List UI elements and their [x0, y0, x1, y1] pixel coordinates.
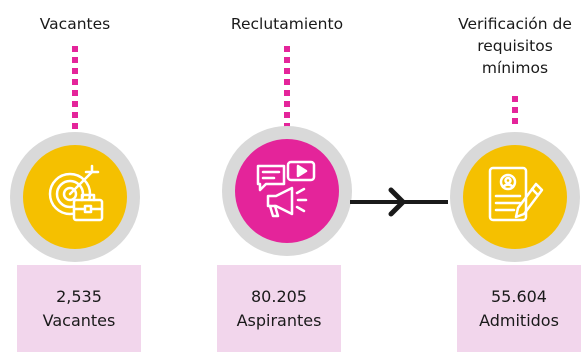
- dotted-connector: [72, 46, 78, 134]
- stage-unit: Vacantes: [42, 310, 116, 330]
- document-pen-icon: [488, 166, 544, 222]
- stage-circle-reclutamiento: [222, 126, 352, 256]
- stage-title-vacantes: Vacantes: [39, 15, 111, 33]
- stage-value: 80.205: [251, 286, 307, 306]
- stage-value: 55.604: [491, 286, 547, 306]
- stage-title-verificacion: Verificación de requisitos mínimos: [458, 15, 572, 77]
- stage-value: 2,535: [56, 286, 102, 306]
- stage-title-reclutamiento: Reclutamiento: [230, 15, 344, 33]
- dotted-connector: [284, 46, 290, 134]
- dotted-connector: [512, 96, 518, 129]
- stage-unit: Admitidos: [479, 310, 559, 330]
- stage-box-verificacion: 55.604 Admitidos: [457, 265, 581, 352]
- chevron-right-icon: [388, 187, 406, 217]
- stage-circle-vacantes: [10, 132, 140, 262]
- target-briefcase-icon: [48, 164, 104, 222]
- stage-circle-verificacion: [450, 132, 580, 262]
- stage-box-vacantes: 2,535 Vacantes: [17, 265, 141, 352]
- megaphone-chat-icon: [256, 160, 316, 218]
- stage-unit: Aspirantes: [236, 310, 322, 330]
- stage-box-reclutamiento: 80.205 Aspirantes: [217, 265, 341, 352]
- flow-arrow-line: [350, 200, 448, 204]
